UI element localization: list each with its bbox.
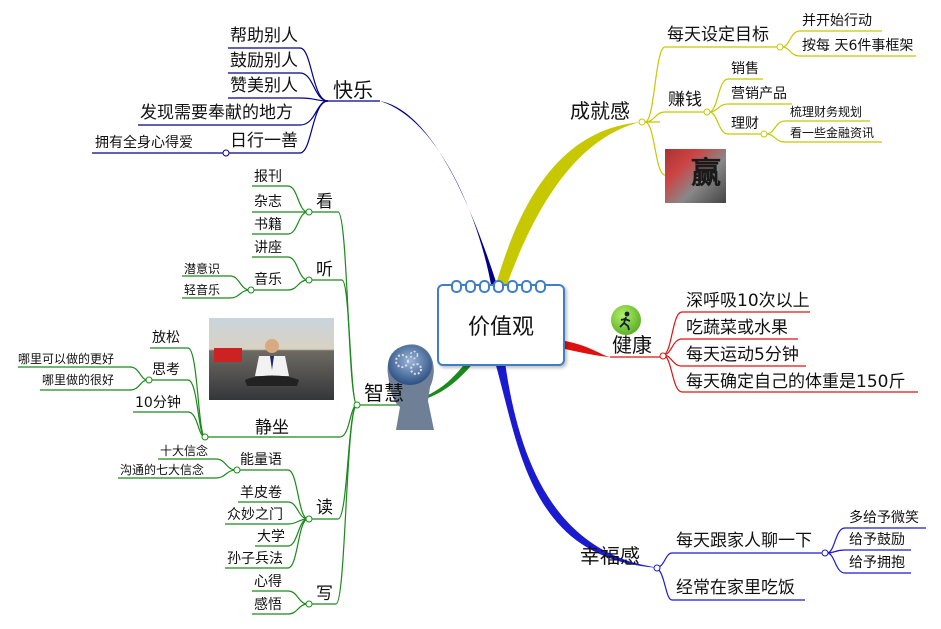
happiness-subitem[interactable]: 拥有全身心得爱 [95,135,193,151]
binder-ring [451,280,462,293]
binder-ring [535,280,546,293]
write-item[interactable]: 感悟 [254,597,282,613]
look-item[interactable]: 杂志 [254,194,282,210]
center-topic[interactable]: 价值观 [437,280,565,366]
health-item[interactable]: 每天运动5分钟 [686,345,799,365]
topic-wisdom[interactable]: 智慧 [364,381,404,405]
achievement-goal[interactable]: 每天设定目标 [667,25,769,45]
chat-subitem[interactable]: 给予拥抱 [849,555,905,571]
binder-ring [479,280,490,293]
money-subitem[interactable]: 理财 [731,116,759,132]
chat-subitem[interactable]: 给予鼓励 [849,532,905,548]
read-item[interactable]: 孙子兵法 [227,551,283,567]
running-icon [611,305,641,335]
write-item[interactable]: 心得 [254,574,282,590]
listen-item[interactable]: 音乐 [254,272,282,288]
health-item[interactable]: 深呼吸10次以上 [686,291,810,311]
look-item[interactable]: 书籍 [254,217,282,233]
money-subitem[interactable]: 营销产品 [731,86,787,102]
health-item[interactable]: 每天确定自己的体重是150斤 [686,372,906,392]
finance-subitem[interactable]: 看一些金融资讯 [790,126,875,140]
happiness-item[interactable]: 鼓励别人 [230,51,298,71]
wisdom-read[interactable]: 读 [316,498,333,518]
finance-subitem[interactable]: 梳理财务规划 [790,105,863,119]
branch-health [560,340,610,357]
family-dinner[interactable]: 经常在家里吃饭 [676,578,795,598]
money-subitem[interactable]: 销售 [731,61,759,77]
win-image: 赢 [665,149,726,203]
meditation-photo [209,318,334,400]
topic-health[interactable]: 健康 [612,333,652,357]
branch-happiness [380,101,498,290]
goal-subitem[interactable]: 按每 天6件事框架 [802,38,914,54]
sit-item[interactable]: 放松 [152,330,180,346]
binder-ring [521,280,532,293]
center-label: 价值观 [467,315,534,340]
family-chat[interactable]: 每天跟家人聊一下 [676,531,812,551]
music-item[interactable]: 潜意识 [184,262,221,276]
read-energy[interactable]: 能量语 [240,452,282,468]
sit-item[interactable]: 10分钟 [135,395,181,411]
look-item[interactable]: 报刊 [254,169,282,185]
chat-subitem[interactable]: 多给予微笑 [849,510,919,526]
think-item[interactable]: 哪里可以做的更好 [18,352,115,366]
health-item[interactable]: 吃蔬菜或水果 [686,318,788,338]
happiness-item[interactable]: 发现需要奉献的地方 [140,103,293,123]
wisdom-write[interactable]: 写 [316,584,333,604]
topic-family[interactable]: 幸福感 [580,544,640,568]
read-item[interactable]: 众妙之门 [227,507,283,523]
achievement-money[interactable]: 赚钱 [668,90,702,110]
think-item[interactable]: 哪里做的很好 [42,373,115,387]
binder-ring [465,280,476,293]
sit-item[interactable]: 思考 [152,362,180,378]
happiness-item[interactable]: 帮助别人 [230,26,298,46]
binder-ring [507,280,518,293]
brain-gears-image [378,335,442,430]
wisdom-listen[interactable]: 听 [316,260,333,280]
happiness-item[interactable]: 日行一善 [230,131,298,151]
listen-item[interactable]: 讲座 [254,240,282,256]
binder-ring [493,280,504,293]
happiness-item[interactable]: 赞美别人 [230,76,298,96]
branch-achievement [495,122,640,290]
wisdom-look[interactable]: 看 [316,192,333,212]
energy-item[interactable]: 沟通的七大信念 [120,463,205,477]
read-item[interactable]: 羊皮卷 [240,485,282,501]
topic-achievement[interactable]: 成就感 [570,99,630,123]
music-item[interactable]: 轻音乐 [184,283,221,297]
read-item[interactable]: 大学 [257,529,285,545]
energy-item[interactable]: 十大信念 [160,444,209,458]
branch-family [495,362,660,568]
wisdom-sit[interactable]: 静坐 [255,418,289,438]
topic-happiness[interactable]: 快乐 [333,78,373,102]
goal-subitem[interactable]: 并开始行动 [802,13,872,29]
